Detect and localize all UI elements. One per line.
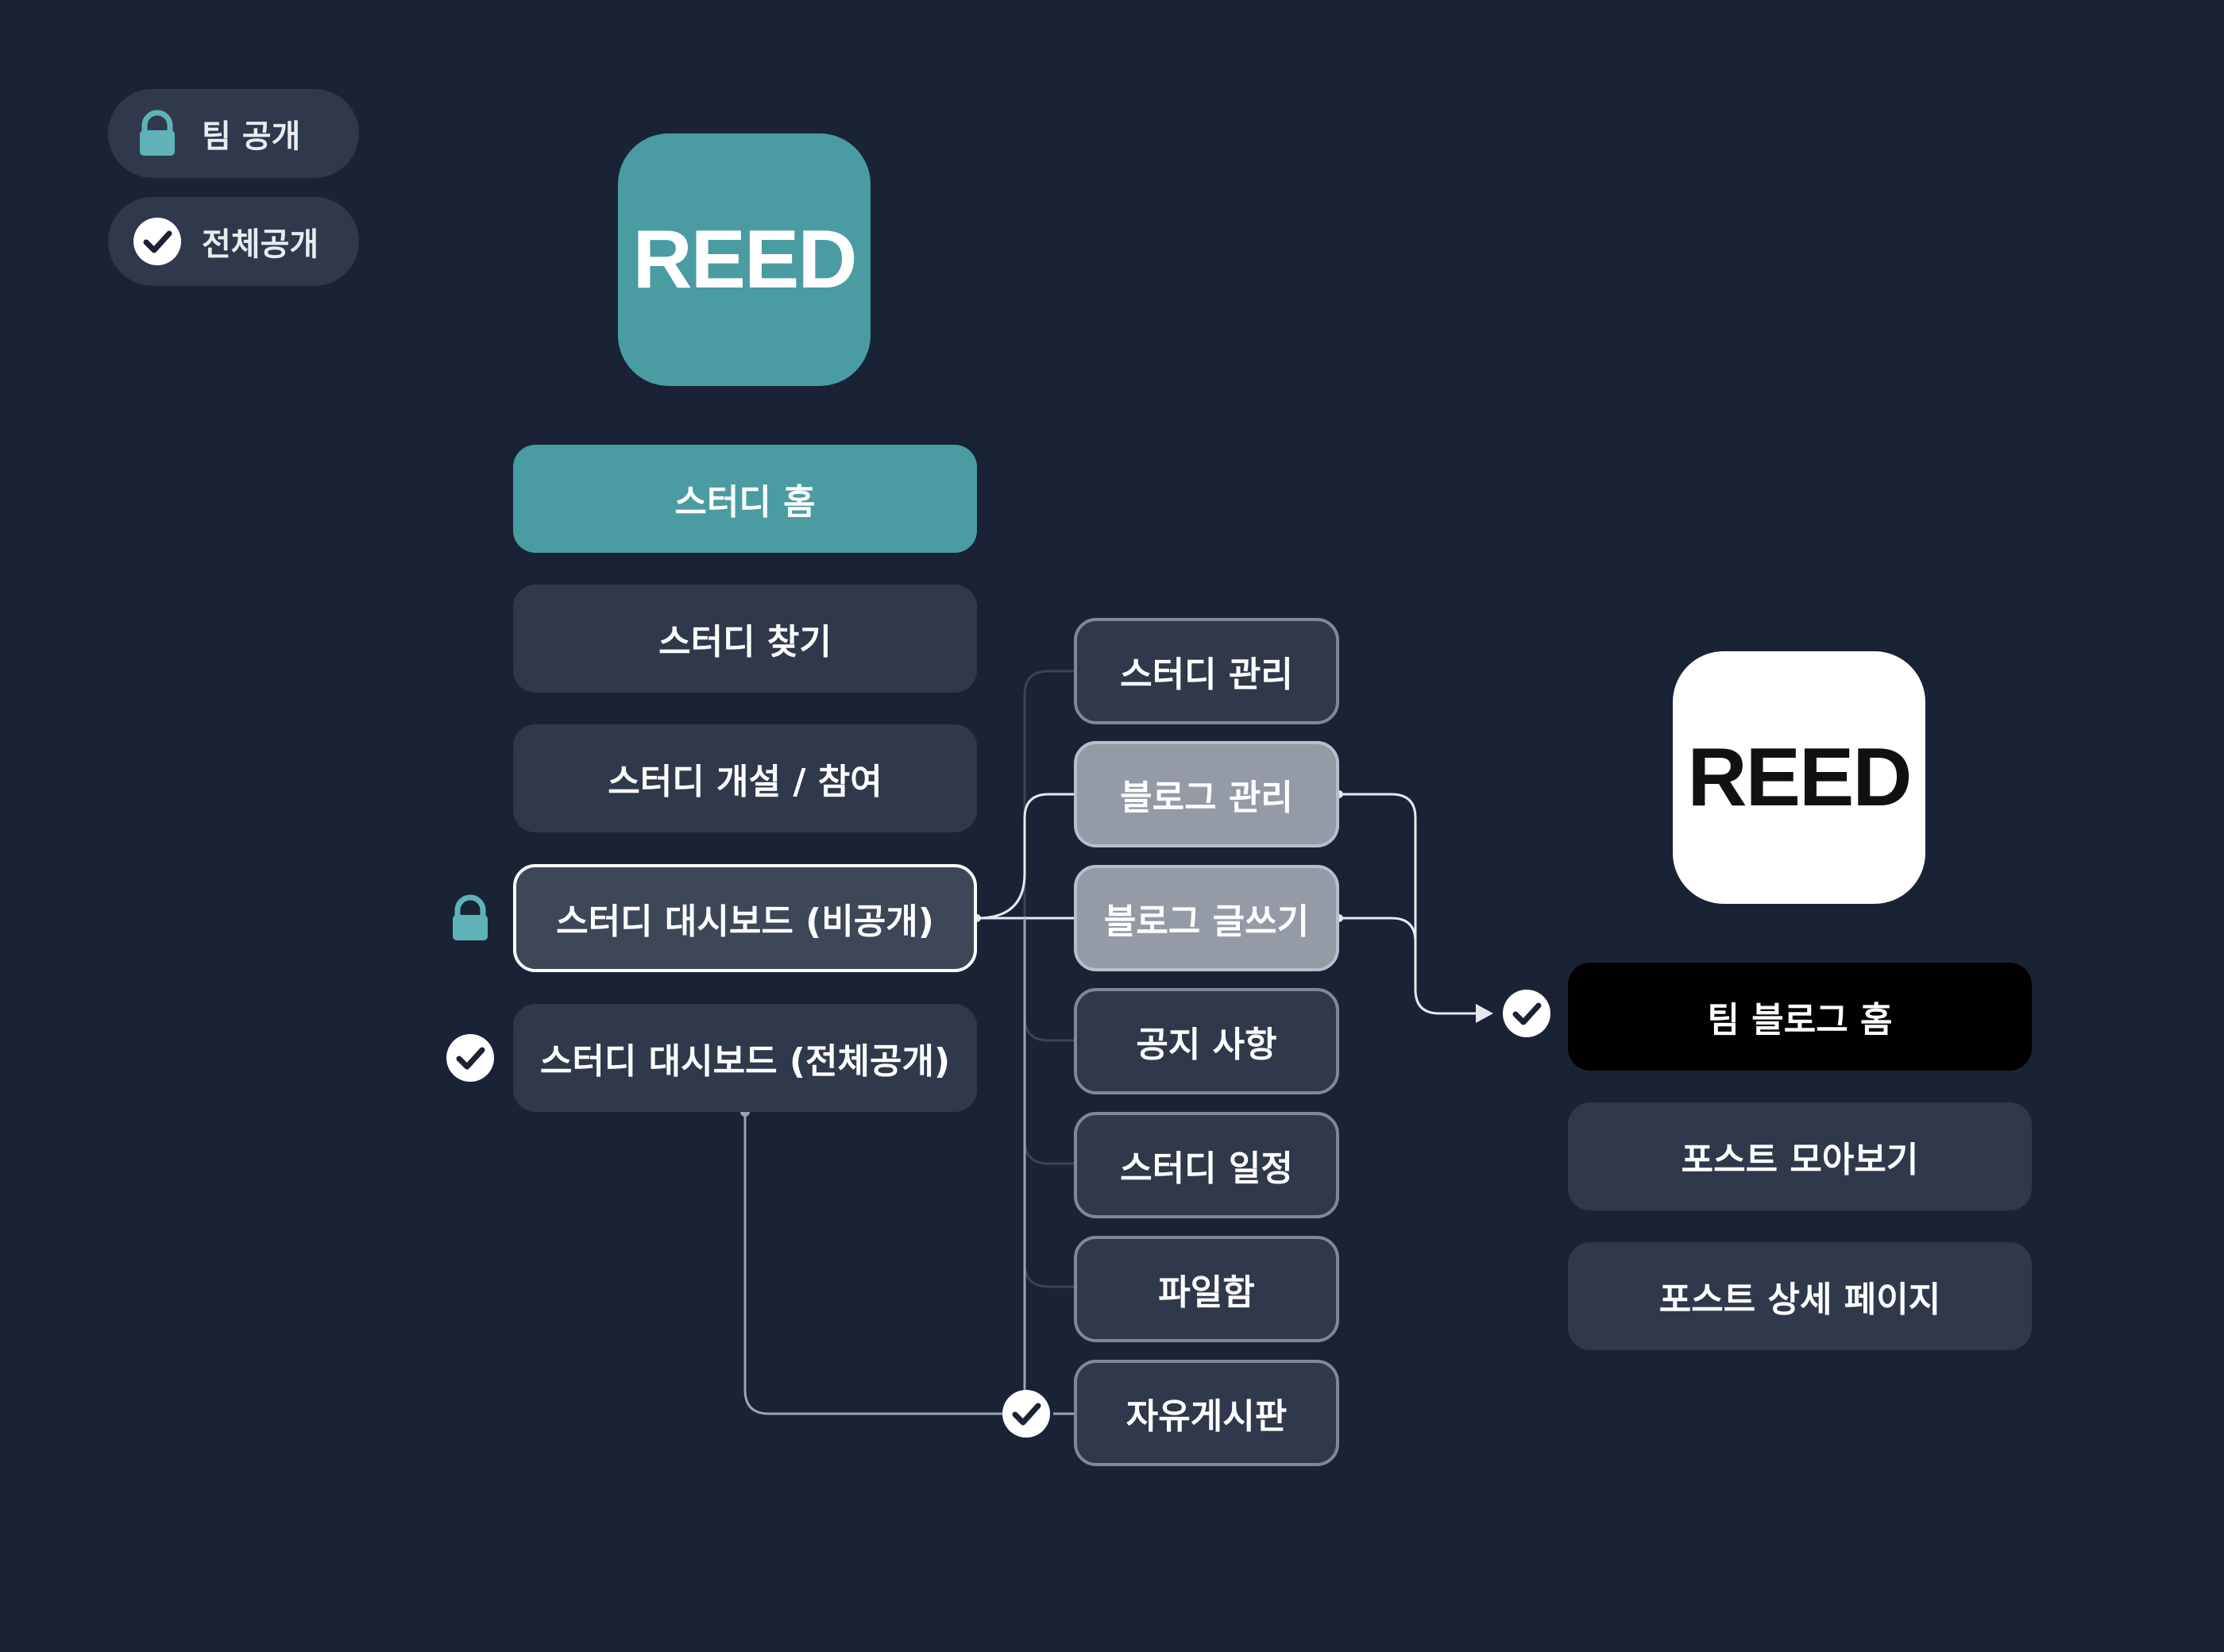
check-circle-icon — [1503, 990, 1550, 1037]
study-logo-text: REED — [632, 214, 858, 306]
team-blog-home-button[interactable]: 팀 블로그 홈 — [1568, 963, 2032, 1071]
study-create-join-button[interactable]: 스터디 개설 / 참여 — [513, 724, 977, 832]
blog-logo-text: REED — [1687, 731, 1913, 824]
notice-button[interactable]: 공지 사항 — [1074, 988, 1339, 1094]
study-find-button[interactable]: 스터디 찾기 — [513, 585, 977, 693]
study-schedule-button[interactable]: 스터디 일정 — [1074, 1112, 1339, 1218]
study-home-button[interactable]: 스터디 홈 — [513, 445, 977, 553]
blog-app-logo: REED — [1673, 651, 1925, 904]
arrow-head — [1476, 1004, 1493, 1023]
study-dashboard-public-button[interactable]: 스터디 대시보드 (전체공개) — [513, 1004, 977, 1112]
study-manage-button[interactable]: 스터디 관리 — [1074, 618, 1339, 724]
post-collection-button[interactable]: 포스트 모아보기 — [1568, 1102, 2032, 1210]
legend-full-public: 전체공개 — [108, 197, 359, 286]
study-dashboard-private-button[interactable]: 스터디 대시보드 (비공개) — [513, 864, 977, 972]
legend-full-public-label: 전체공개 — [202, 226, 319, 263]
legend-team-public-label: 팀 공개 — [202, 118, 301, 155]
lock-icon — [140, 110, 175, 156]
check-circle-icon — [446, 1034, 494, 1082]
branch-line-notice — [1023, 918, 1074, 1042]
files-button[interactable]: 파일함 — [1074, 1236, 1339, 1342]
line-public-to-free-board — [743, 1112, 1002, 1415]
line-to-blog-manage — [976, 793, 1074, 920]
check-circle-icon — [133, 218, 181, 265]
lock-icon — [453, 894, 488, 940]
branch-line-schedule — [1023, 1040, 1074, 1165]
post-detail-button[interactable]: 포스트 상세 페이지 — [1568, 1242, 2032, 1350]
line-blog-write-to-home — [1338, 917, 1417, 990]
check-circle-icon — [1002, 1390, 1050, 1438]
branch-line-manage — [977, 670, 1074, 920]
blog-write-button[interactable]: 블로그 글쓰기 — [1074, 865, 1339, 971]
branch-line-files — [1023, 1164, 1074, 1288]
line-blog-manage-to-home — [1338, 793, 1485, 1015]
study-app-logo: REED — [618, 133, 871, 386]
blog-manage-button[interactable]: 블로그 관리 — [1074, 741, 1339, 847]
free-board-button[interactable]: 자유게시판 — [1074, 1360, 1339, 1466]
legend-team-public: 팀 공개 — [108, 89, 359, 178]
